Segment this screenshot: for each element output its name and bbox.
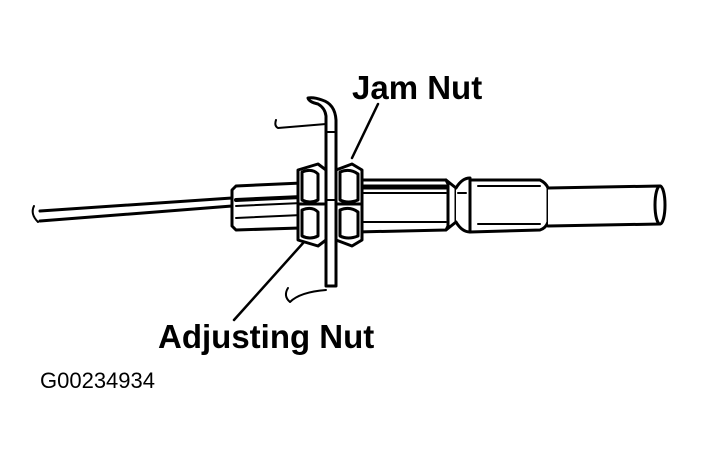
wire-lead: [31, 196, 234, 223]
jam-nut: [334, 162, 364, 248]
threaded-body-left: [230, 181, 306, 232]
jam-nut-leader: [350, 102, 380, 160]
adjusting-nut-leader: [232, 240, 306, 322]
break-marks: [274, 119, 327, 303]
threaded-body-right: [354, 178, 450, 234]
sensor-neck: [444, 176, 472, 234]
mounting-bracket: [306, 96, 338, 288]
sensor-housing: [468, 178, 667, 234]
adjusting-nut-label: Adjusting Nut: [158, 318, 375, 355]
adjusting-nut: [296, 162, 328, 248]
figure-id: G00234934: [40, 368, 155, 393]
jam-nut-label: Jam Nut: [352, 69, 483, 106]
